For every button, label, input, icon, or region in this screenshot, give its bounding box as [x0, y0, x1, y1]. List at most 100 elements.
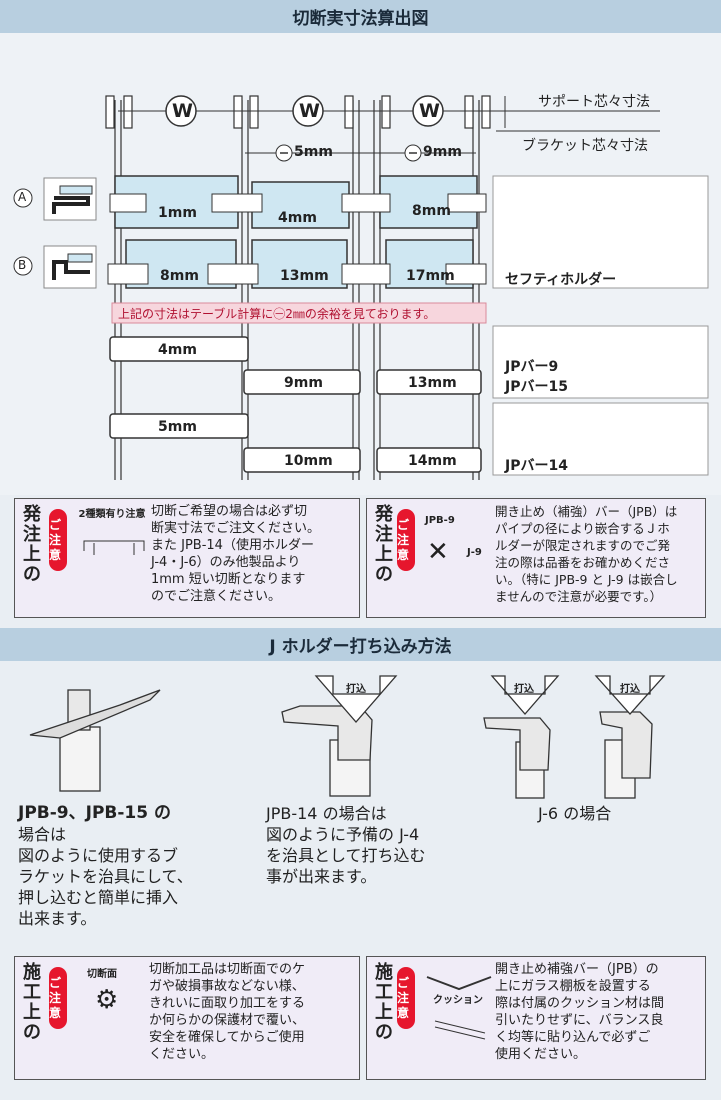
safety-holder-label: セフティホルダー — [505, 272, 617, 288]
row-b-shelves — [107, 239, 487, 289]
line: パイプの径により嵌合するＪホ — [495, 521, 670, 536]
jp-dim-3: 13mm — [408, 375, 457, 391]
line: のでご注意ください。 — [151, 589, 282, 604]
line: 出来ます。 — [18, 909, 97, 928]
line: 際は付属のクッション材は間 — [495, 996, 665, 1011]
press-label-2: 打込 — [514, 684, 534, 695]
line: ルダーが限定されますのでご発 — [495, 538, 671, 553]
line: く均等に貼り込んで必ずご — [495, 1030, 651, 1045]
jp-dim-2: 9mm — [284, 375, 323, 391]
line: JPB-14 の場合は — [266, 804, 387, 823]
jp-bar-9-15-box — [492, 325, 709, 399]
type-b-label: B — [18, 258, 27, 272]
jp-bar-14-label: JPバー14 — [505, 458, 568, 474]
line: J-4・J-6）のみ他製品より — [151, 555, 301, 570]
method-illustrations — [29, 675, 666, 799]
order-note-2-badge: ご注意 — [397, 509, 415, 571]
order-note-1-badge: ご注意 — [49, 509, 67, 571]
order-note-1-label: 発注上の — [23, 504, 41, 585]
row-b-dim-2: 13mm — [280, 268, 329, 284]
jp-bar-14-box — [492, 402, 709, 476]
work-note-1-text: 切断加工品は切断面でのケ ガや破損事故などない様、 きれいに面取り加工をする か… — [149, 961, 357, 1063]
method-caption-2: JPB-14 の場合は 図のように予備の J-4 を治具として打ち込む 事が出来… — [266, 803, 496, 887]
w-label-3: W — [419, 100, 440, 122]
row-a-dim-1: 1mm — [158, 205, 197, 221]
line: ガや破損事故などない様、 — [149, 979, 305, 994]
section-title-method: J ホルダー打ち込み方法 — [0, 628, 721, 661]
work-note-1-badge: ご注意 — [49, 967, 67, 1029]
gear-icon: ⚙ — [95, 985, 119, 1015]
method-caption-3: J-6 の場合 — [538, 804, 612, 823]
type-icons — [13, 177, 97, 289]
w-label-2: W — [299, 100, 320, 122]
line: 1mm 短い切断となります — [151, 572, 306, 587]
line: 切断加工品は切断面でのケ — [149, 962, 306, 977]
line: 事が出来ます。 — [266, 867, 377, 886]
line: 場合は — [18, 825, 67, 844]
jp-dim-1: 4mm — [158, 342, 197, 358]
cushion-figure — [426, 976, 492, 1040]
line: 図のように予備の J-4 — [266, 825, 420, 844]
line: 上にガラス棚板を設置する — [495, 979, 651, 994]
order-note-2-text: 開き止め（補強）バー（JPB）は パイプの径により嵌合するＪホ ルダーが限定され… — [495, 503, 705, 605]
row-a-shelves — [109, 175, 487, 229]
safety-holder-box — [492, 175, 709, 289]
w-label-1: W — [172, 100, 193, 122]
pink-note-box — [111, 302, 487, 324]
work-note-1-label: 施工上の — [23, 962, 41, 1043]
line: 切断ご希望の場合は必ず切 — [151, 504, 308, 519]
order-note-2-label: 発注上の — [375, 504, 393, 585]
line: 押し込むと簡単に挿入 — [18, 888, 179, 907]
jp-bar-9-label: JPバー9 — [505, 359, 559, 375]
line: JPB-9、JPB-15 の — [18, 803, 171, 823]
type-a-label: A — [18, 190, 27, 204]
line: 図のように使用するブ — [18, 846, 179, 865]
order-note-2-fig-label-2: J-9 — [467, 547, 482, 558]
line: か何らかの保護材で覆い、 — [149, 1013, 306, 1028]
jp-bars — [109, 336, 482, 473]
line: 使用ください。 — [495, 1047, 587, 1062]
row-b-dim-1: 8mm — [160, 268, 199, 284]
jp-dim-5: 10mm — [284, 453, 333, 469]
line: ください。 — [149, 1047, 215, 1062]
bracket-dim-label: ブラケット芯々寸法 — [522, 138, 648, 154]
work-note-1: 施工上の ご注意 切断面 ⚙ 切断加工品は切断面でのケ ガや破損事故などない様、… — [14, 956, 360, 1080]
line: きれいに面取り加工をする — [149, 996, 306, 1011]
jp-dim-6: 14mm — [408, 453, 457, 469]
line: 引いたりせずに、バランス良 — [495, 1013, 664, 1028]
section-title-method-text: J ホルダー打ち込み方法 — [269, 637, 452, 657]
order-note-1: 発注上の ご注意 2種類有り注意 切断ご希望の場合は必ず切 断実寸法でご注文くだ… — [14, 498, 360, 618]
bracket-dim-1: 5mm — [294, 144, 333, 160]
line: 注の際は品番をお確かめくださ — [495, 555, 671, 570]
method-caption-1: JPB-9、JPB-15 の 場合は 図のように使用するブ ラケットを治具にして… — [18, 803, 248, 929]
press-label-3: 打込 — [620, 684, 640, 695]
pink-note-text: 上記の寸法はテーブル計算に㊀2㎜の余裕を見ております。 — [118, 307, 436, 321]
work-note-2-label: 施工上の — [375, 962, 393, 1043]
order-note-1-text: 切断ご希望の場合は必ず切 断実寸法でご注文ください。 また JPB-14（使用ホ… — [151, 503, 357, 605]
section-title-calc: 切断実寸法算出図 — [0, 0, 721, 33]
line: ラケットを治具にして、 — [18, 867, 193, 886]
line: 開き止め（補強）バー（JPB）は — [495, 504, 678, 519]
work-note-2-badge: ご注意 — [397, 967, 415, 1029]
jp-dim-4: 5mm — [158, 419, 197, 435]
work-note-1-fig-label: 切断面 — [87, 969, 117, 980]
top-brackets — [105, 95, 491, 129]
line: 断実寸法でご注文ください。 — [151, 521, 321, 536]
line: ませんので注意が必要です。） — [495, 589, 663, 604]
jp-bar-15-label: JPバー15 — [505, 379, 568, 395]
line: また JPB-14（使用ホルダー — [151, 538, 314, 553]
row-b-dim-3: 17mm — [406, 268, 455, 284]
cross-icon: ✕ — [427, 537, 449, 567]
bracket-dim-2: 9mm — [423, 144, 462, 160]
row-a-dim-2: 4mm — [278, 210, 317, 226]
line: を治具として打ち込む — [266, 846, 426, 865]
order-note-2-fig-label-1: JPB-9 — [425, 515, 455, 526]
holder-figure — [83, 540, 145, 555]
work-note-2-fig-label: クッション — [433, 995, 483, 1006]
work-note-2-text: 開き止め補強バー（JPB）の 上にガラス棚板を設置する 際は付属のクッション材は… — [495, 961, 705, 1063]
row-a-dim-3: 8mm — [412, 203, 451, 219]
work-note-2: 施工上の ご注意 クッション 開き止め補強バー（JPB）の 上にガラス棚板を設置… — [366, 956, 706, 1080]
order-note-2: 発注上の ご注意 JPB-9 J-9 ✕ 開き止め（補強）バー（JPB）は パイ… — [366, 498, 706, 618]
line: 安全を確保してからご使用 — [149, 1030, 305, 1045]
